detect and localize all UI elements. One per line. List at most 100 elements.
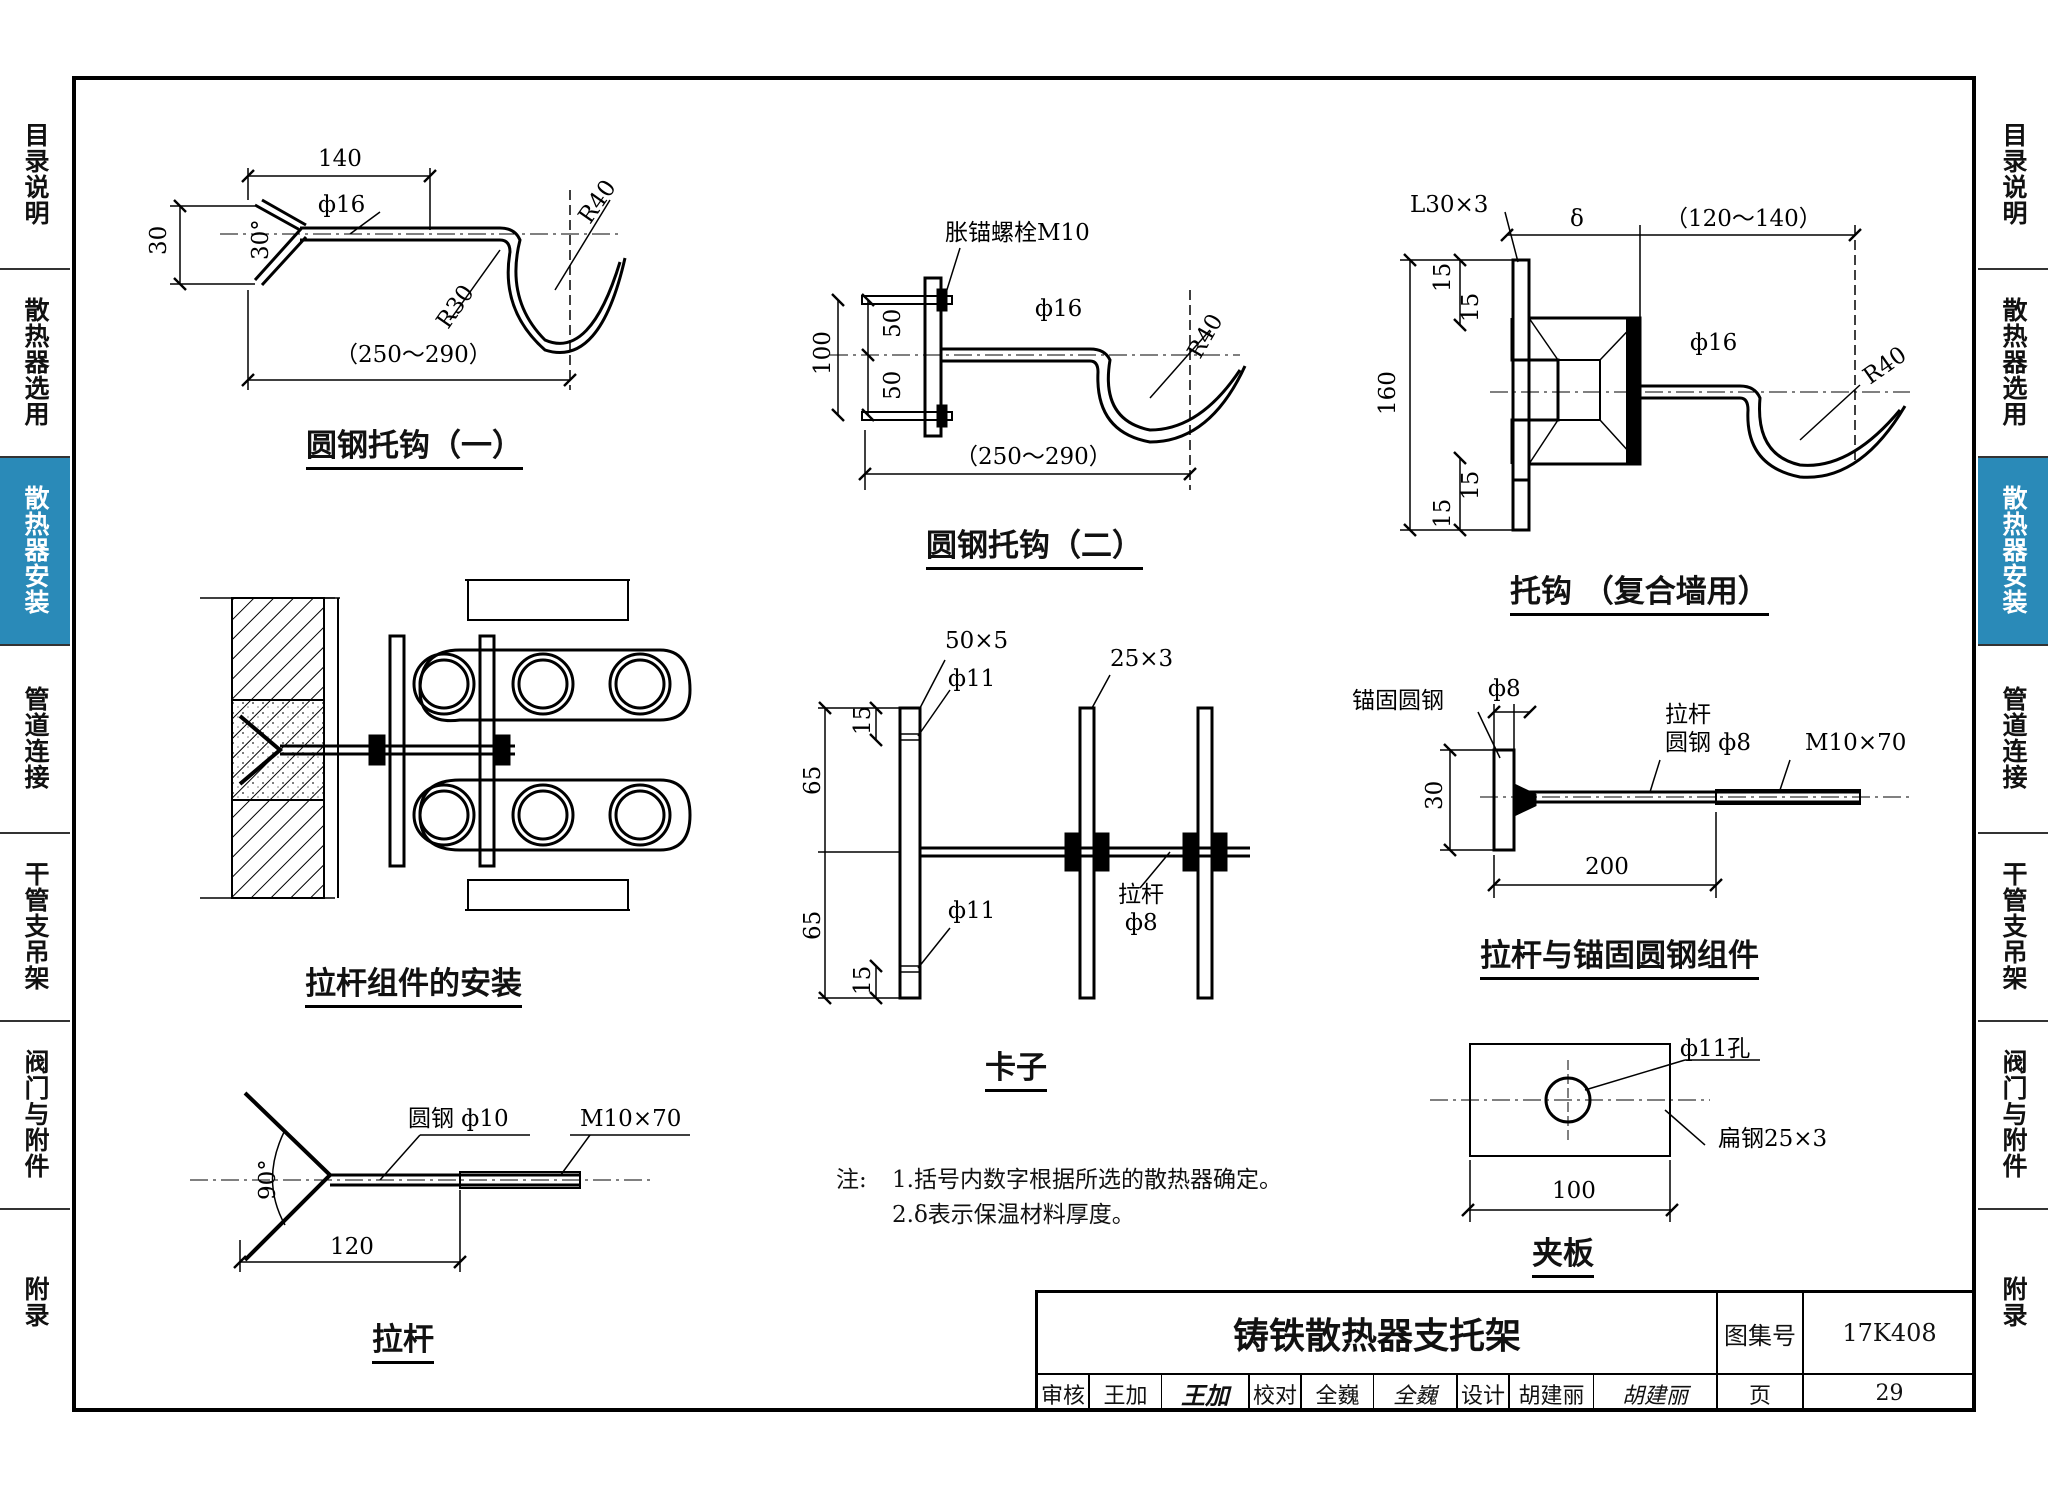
right-tab-6[interactable]: 附录 — [1978, 1208, 2048, 1396]
assembly-caption: 拉杆组件的安装 — [305, 958, 522, 1008]
hook2-drawing — [830, 247, 1247, 490]
check-label: 校对 — [1250, 1375, 1302, 1412]
left-tab-label: 散热器选用 — [21, 297, 50, 427]
left-tab-label: 散热器安装 — [21, 485, 50, 615]
left-tab-1[interactable]: 散热器选用 — [0, 268, 70, 456]
left-tab-3[interactable]: 管道连接 — [0, 644, 70, 832]
anchor-thread: M10×70 — [1805, 730, 1906, 756]
clamp-rod-label2: ф8 — [1125, 910, 1158, 936]
left-tab-0[interactable]: 目录说明 — [0, 80, 70, 268]
tierod-thread: M10×70 — [580, 1106, 681, 1132]
right-tab-label: 散热器选用 — [1999, 297, 2028, 427]
right-tab-label: 阀门与附件 — [1999, 1049, 2028, 1179]
plate-drawing — [1430, 1043, 1760, 1222]
plate-flat: 扁钢25×3 — [1718, 1126, 1827, 1152]
anchor-rod-drawing — [1440, 704, 1910, 898]
clamp-h2: 65 — [800, 911, 826, 940]
dimension-labels: 140 ф16 30 30° R40 R30 （250～290） 胀锚螺栓M10… — [146, 146, 1912, 1260]
left-tab-separator — [0, 1208, 70, 1210]
anchor-rod-label1: 拉杆 — [1665, 702, 1711, 728]
left-tab-label: 干管支吊架 — [21, 861, 50, 991]
right-tab-1[interactable]: 散热器选用 — [1978, 268, 2048, 456]
assembly-drawing — [200, 579, 692, 911]
right-tab-separator — [1978, 832, 2048, 834]
hook2-half1: 50 — [880, 309, 906, 338]
hook1-r-big: R40 — [574, 175, 622, 228]
hook3-rod-label: ф16 — [1690, 330, 1737, 356]
right-tab-label: 散热器安装 — [1999, 485, 2028, 615]
clamp-hole2: ф11 — [948, 898, 995, 924]
drawing-title: 铸铁散热器支托架 — [1038, 1293, 1718, 1375]
clamp-caption: 卡子 — [985, 1042, 1047, 1092]
anchor-label: 锚固圆钢 — [1352, 688, 1444, 714]
left-tab-label: 目录说明 — [21, 122, 50, 226]
right-tab-0[interactable]: 目录说明 — [1978, 80, 2048, 268]
hook1-height: 30 — [146, 226, 172, 255]
designer-signature: 胡建丽 — [1594, 1375, 1718, 1412]
clamp-h1: 65 — [800, 766, 826, 795]
hook2-height: 100 — [810, 331, 836, 375]
hook2-caption: 圆钢托钩（二） — [926, 520, 1143, 570]
hook3-r-big: R40 — [1859, 342, 1912, 390]
right-tab-label: 管道连接 — [1999, 686, 2028, 790]
left-tab-separator — [0, 268, 70, 270]
anchor-rod-caption: 拉杆与锚固圆钢组件 — [1480, 930, 1759, 980]
hook3-span: （120～140） — [1665, 206, 1822, 232]
hook3-d4: 15 — [1430, 499, 1456, 528]
notes-line-1: 1.括号内数字根据所选的散热器确定。 — [892, 1167, 1282, 1193]
notes-line-2: 2.δ表示保温材料厚度。 — [892, 1202, 1135, 1228]
hook2-length: （250～290） — [955, 444, 1112, 470]
tierod-angle: 90° — [255, 1159, 281, 1200]
clamp-flat1: 50×5 — [945, 628, 1008, 654]
plate-hole: ф11孔 — [1680, 1036, 1750, 1062]
title-block: 铸铁散热器支托架 图集号 17K408 审核 王加 王加 校对 全巍 全巍 设计… — [1035, 1290, 1975, 1412]
right-tab-5[interactable]: 阀门与附件 — [1978, 1020, 2048, 1208]
reviewer-signature: 王加 — [1162, 1375, 1250, 1412]
hook3-angle-steel: L30×3 — [1410, 192, 1488, 218]
atlas-number: 17K408 — [1804, 1293, 1975, 1375]
left-tab-4[interactable]: 干管支吊架 — [0, 832, 70, 1020]
hook3-d1: 15 — [1430, 263, 1456, 292]
hook1-length: （250～290） — [335, 342, 492, 368]
hook2-anchor-label: 胀锚螺栓M10 — [945, 220, 1090, 246]
right-tab-3[interactable]: 管道连接 — [1978, 644, 2048, 832]
atlas-label: 图集号 — [1718, 1293, 1804, 1375]
hook3-height: 160 — [1375, 371, 1401, 415]
plate-width: 100 — [1552, 1178, 1596, 1204]
hook1-angle: 30° — [248, 219, 274, 260]
anchor-length: 200 — [1585, 854, 1629, 880]
left-tab-label: 附录 — [21, 1276, 50, 1328]
tierod-rod: 圆钢 ф10 — [408, 1106, 509, 1132]
right-tab-4[interactable]: 干管支吊架 — [1978, 832, 2048, 1020]
clamp-flat2: 25×3 — [1110, 646, 1173, 672]
page-number: 29 — [1875, 1381, 1904, 1406]
hook3-drawing — [1400, 211, 1910, 537]
clamp-drawing — [818, 659, 1250, 1005]
notes-prefix: 注: — [836, 1167, 867, 1193]
anchor-dia: ф8 — [1488, 676, 1521, 702]
left-tab-6[interactable]: 附录 — [0, 1208, 70, 1396]
left-tab-separator — [0, 456, 70, 458]
hook2-r-big: R40 — [1183, 310, 1229, 363]
checker-signature: 全巍 — [1374, 1375, 1458, 1412]
clamp-hole1: ф11 — [948, 666, 995, 692]
designer-name: 胡建丽 — [1510, 1375, 1594, 1412]
right-tab-separator — [1978, 644, 2048, 646]
left-tab-2[interactable]: 散热器安装 — [0, 456, 70, 644]
right-tab-separator — [1978, 1208, 2048, 1210]
left-tab-5[interactable]: 阀门与附件 — [0, 1020, 70, 1208]
right-tab-separator — [1978, 268, 2048, 270]
tierod-caption: 拉杆 — [372, 1314, 434, 1364]
tierod-drawing — [190, 1091, 690, 1272]
right-tab-separator — [1978, 456, 2048, 458]
page-label: 页 — [1718, 1375, 1804, 1412]
right-tab-2[interactable]: 散热器安装 — [1978, 456, 2048, 644]
right-tab-label: 附录 — [1999, 1276, 2028, 1328]
hook2-half2: 50 — [880, 371, 906, 400]
hook3-delta: δ — [1570, 206, 1584, 232]
right-tab-separator — [1978, 1020, 2048, 1022]
hook1-caption: 圆钢托钩（一） — [306, 420, 523, 470]
left-tab-label: 管道连接 — [21, 686, 50, 790]
left-tab-separator — [0, 644, 70, 646]
